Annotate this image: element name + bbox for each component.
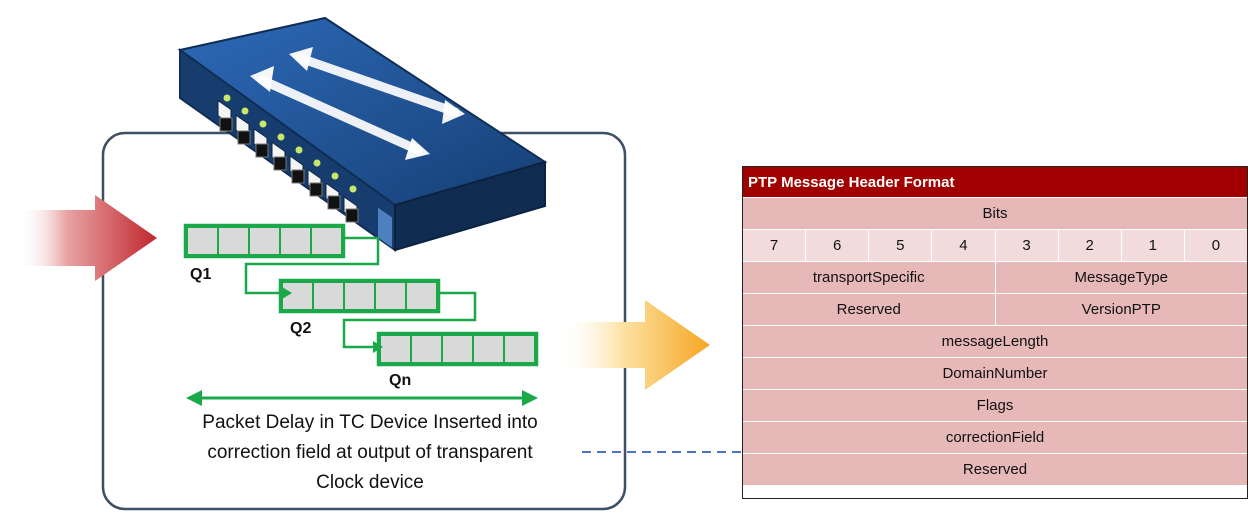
ptp-header-table: PTP Message Header Format Bits 7 6 5 4 3… [741,166,1248,486]
caption-line: Packet Delay in TC Device Inserted into [202,412,538,433]
queue-cell [279,226,312,256]
queue-group [183,223,539,367]
qn-entry-arrow [373,341,383,353]
field-reserved-2: Reserved [742,453,1248,486]
q2-entry-arrow [282,287,292,299]
queue-cell [343,281,376,311]
caption-line: Clock device [316,472,424,493]
table-title: PTP Message Header Format [742,166,1248,198]
queue-cell [374,281,407,311]
table-row: Flags [742,389,1248,422]
queue-connectors [244,236,477,349]
field-transport-specific: transportSpecific [742,261,996,294]
output-arrow-icon [560,300,710,390]
table-row: correctionField [742,421,1248,454]
field-flags: Flags [742,389,1248,422]
queue-cell [405,281,438,311]
queue-cell [379,334,412,364]
network-switch-icon [177,16,548,252]
field-version-ptp: VersionPTP [994,293,1248,326]
caption-line: correction field at output of transparen… [207,442,533,463]
bits-label: Bits [742,197,1248,230]
table-row: DomainNumber [742,357,1248,390]
queue-cell [441,334,474,364]
bit-number-cell: 0 [1183,229,1248,262]
bit-number-cell: 4 [931,229,996,262]
bit-number-cell: 6 [805,229,870,262]
delay-span-arrow [186,390,538,406]
bit-number-cell: 3 [994,229,1059,262]
bit-number-cell: 7 [741,229,807,262]
table-row: Reserved VersionPTP [742,293,1248,326]
bit-number-cell: 1 [1120,229,1185,262]
queue-cell [217,226,250,256]
table-row: transportSpecific MessageType [742,261,1248,294]
field-reserved-1: Reserved [742,293,996,326]
queue-cell [312,281,345,311]
bit-number-cell: 5 [868,229,933,262]
table-row: Reserved [742,453,1248,486]
bit-number-row: 7 6 5 4 3 2 1 0 [741,229,1248,262]
queue-cell [472,334,505,364]
input-arrow-icon [18,195,157,281]
field-message-type: MessageType [994,261,1248,294]
queue-cell [186,226,219,256]
bit-number-cell: 2 [1057,229,1122,262]
queue-label-q1: Q1 [190,266,212,283]
queue-label-qn: Qn [389,372,412,389]
delay-caption: Packet Delay in TC Device Inserted into … [160,408,580,498]
field-correction-field: correctionField [742,421,1248,454]
queue-label-q2: Q2 [290,320,312,337]
queue-cell [310,226,343,256]
queue-cell [248,226,281,256]
queue-cell [281,281,314,311]
queue-cell [503,334,536,364]
table-row: messageLength [742,325,1248,358]
queue-cell [410,334,443,364]
field-message-length: messageLength [742,325,1248,358]
field-domain-number: DomainNumber [742,357,1248,390]
